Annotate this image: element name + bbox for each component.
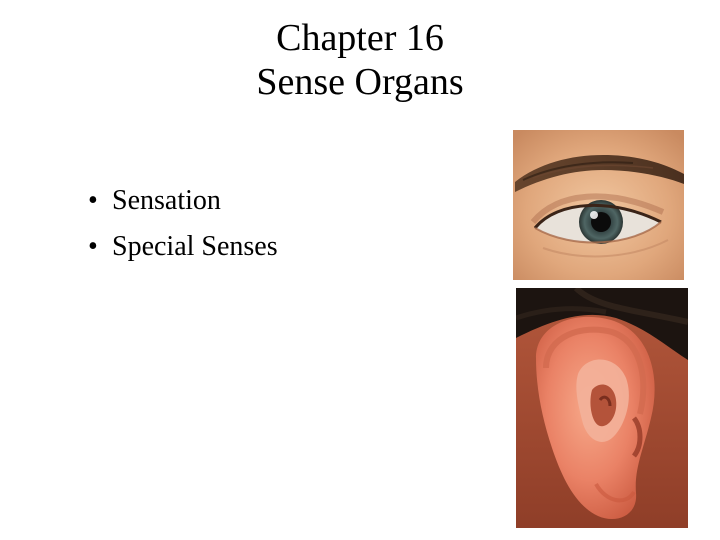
ear-illustration (516, 288, 688, 528)
bullet-item-special-senses: • Special Senses (88, 224, 278, 270)
eye-photo (513, 130, 684, 280)
bullet-list: • Sensation • Special Senses (88, 178, 278, 270)
eye-illustration (513, 130, 684, 280)
bullet-item-sensation: • Sensation (88, 178, 278, 224)
bullet-icon: • (88, 231, 98, 262)
title-line-2: Sense Organs (256, 61, 464, 103)
bullet-text: Special Senses (112, 231, 278, 262)
bullet-icon: • (88, 185, 98, 216)
title-line-1: Chapter 16 (276, 17, 444, 59)
bullet-text: Sensation (112, 185, 221, 216)
ear-photo (516, 288, 688, 528)
slide-title: Chapter 16 Sense Organs (0, 16, 720, 104)
